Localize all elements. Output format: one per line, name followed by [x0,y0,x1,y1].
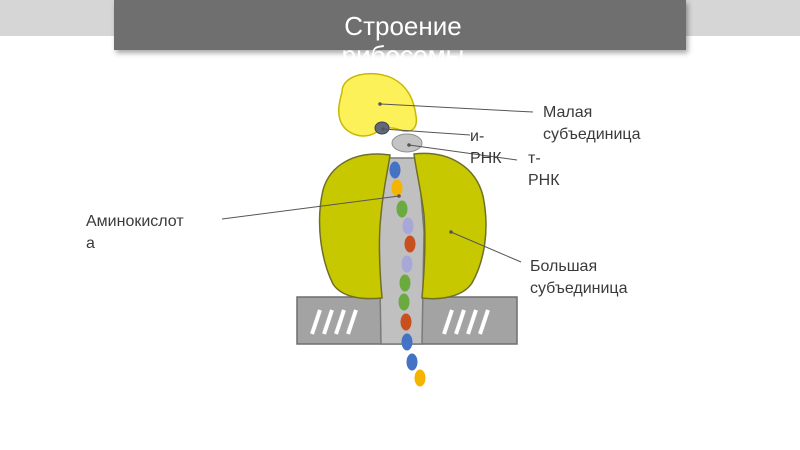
leader-amino-acid [221,195,400,220]
trna-shape [391,133,423,153]
amino-acid-chain [389,161,426,387]
leader-large-subunit [450,231,522,263]
leader-trna [408,144,518,161]
membrane-hatching [310,309,490,335]
label-trna: т- РНК [528,150,560,189]
label-large-subunit: Большая субъединица [530,258,628,297]
amino-acid-bead [398,293,410,311]
label-amino-acid: Аминокислот а [86,213,184,252]
label-mrna: и- РНК [470,128,502,167]
amino-acid-bead [406,353,418,371]
amino-acid-bead [389,161,401,179]
amino-acid-bead [402,217,414,235]
large-subunit-left [318,153,391,300]
leader-mrna [382,128,471,136]
leader-lines [221,103,534,263]
amino-acid-bead [414,369,426,387]
amino-acid-bead [401,255,413,273]
amino-acid-bead [404,235,416,253]
large-subunit-right [413,152,487,300]
amino-acid-bead [401,333,413,351]
amino-acid-bead [400,313,412,331]
amino-acid-bead [396,200,408,218]
amino-acid-bead [399,274,411,292]
amino-acid-bead [391,179,403,197]
leader-small-subunit [379,103,534,113]
label-small-subunit: Малая субъединица [543,104,641,143]
slide-title: Строение рибосомы [341,11,465,70]
title-box [114,0,686,50]
